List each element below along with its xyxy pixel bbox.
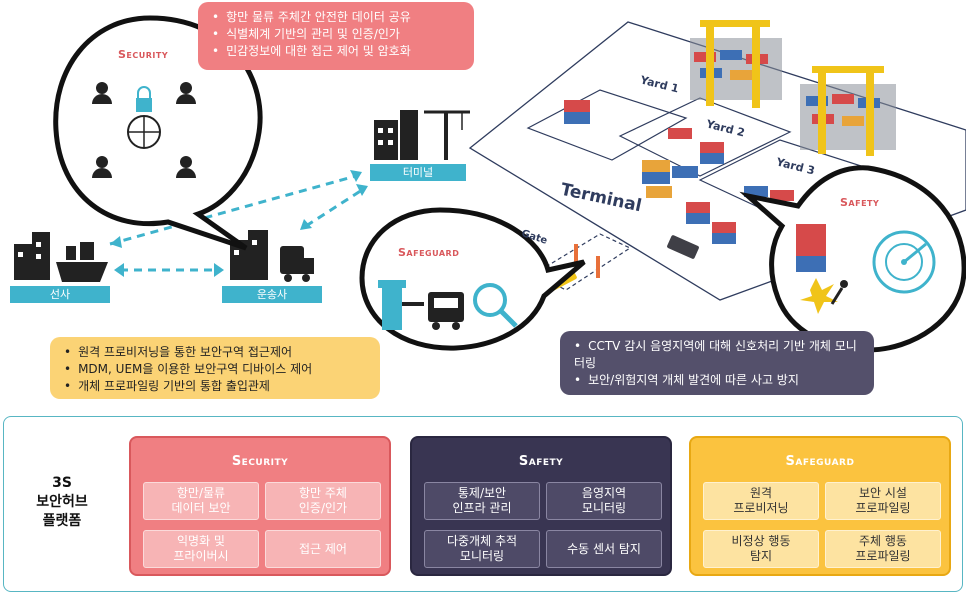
- truck-icon: [428, 292, 464, 330]
- safeguard-bubble-title: Safeguard: [398, 246, 460, 259]
- security-notes: 항만 물류 주체간 안전한 데이터 공유 식별체계 기반의 관리 및 인증/인가…: [198, 2, 474, 70]
- safety-note: 보안/위험지역 개체 발견에 따른 사고 방지: [574, 372, 860, 389]
- safety-panel: Safety 통제/보안 인프라 관리 음영지역 모니터링 다중개체 추적 모니…: [410, 436, 672, 576]
- radar-icon: [872, 230, 936, 294]
- yard-2-area: [618, 97, 792, 177]
- security-panel: Security 항만/물류 데이터 보안 항만 주체 인증/인가 익명화 및 …: [129, 436, 391, 576]
- safeguard-cell: 비정상 행동 탐지: [703, 530, 819, 568]
- security-panel-title: Security: [231, 454, 289, 469]
- safeguard-notes: 원격 프로비저닝을 통한 보안구역 접근제어 MDM, UEM을 이용한 보안구…: [50, 337, 380, 399]
- transport-company-icon: [230, 230, 314, 282]
- container-hazard-icon: [796, 224, 848, 314]
- shipping-company-icon: [14, 232, 108, 282]
- security-cell: 익명화 및 프라이버시: [143, 530, 259, 568]
- safeguard-note: 개체 프로파일링 기반의 통합 출입관제: [64, 378, 366, 395]
- safeguard-note: 원격 프로비저닝을 통한 보안구역 접근제어: [64, 344, 366, 361]
- security-note: 민감정보에 대한 접근 제어 및 암호화: [212, 43, 460, 60]
- safety-notes: CCTV 감시 음영지역에 대해 신호처리 기반 개체 모니터링 보안/위험지역…: [560, 331, 874, 395]
- safeguard-cell: 보안 시설 프로파일링: [825, 482, 941, 520]
- security-bubble: [53, 15, 263, 251]
- safety-panel-title: Safety: [518, 454, 564, 469]
- safeguard-panel: Safeguard 원격 프로비저닝 보안 시설 프로파일링 비정상 행동 탐지…: [689, 436, 951, 576]
- quay-cranes: [690, 20, 896, 156]
- safeguard-cell: 주체 행동 프로파일링: [825, 530, 941, 568]
- transport-company-label: 운송사: [222, 286, 322, 303]
- safety-cell: 통제/보안 인프라 관리: [424, 482, 540, 520]
- safeguard-bubble: [359, 207, 586, 351]
- scene-illustration: [14, 15, 966, 353]
- magnifier-icon: [473, 283, 518, 328]
- safety-cell: 다중개체 추적 모니터링: [424, 530, 540, 568]
- connection-arrows: [109, 174, 363, 272]
- safety-note: CCTV 감시 음영지역에 대해 신호처리 기반 개체 모니터링: [574, 338, 860, 372]
- safeguard-cell: 원격 프로비저닝: [703, 482, 819, 520]
- terminal-label: 터미널: [370, 164, 466, 181]
- user-network-icon: [92, 82, 196, 178]
- safeguard-panel-title: Safeguard: [785, 454, 855, 469]
- arrow-heads: [110, 170, 368, 277]
- safety-cell: 수동 센서 탐지: [546, 530, 662, 568]
- shipping-company-label: 선사: [10, 286, 110, 303]
- gate-booth-icon: [378, 280, 424, 330]
- safety-bubble-title: Safety: [840, 196, 880, 209]
- security-cell: 접근 제어: [265, 530, 381, 568]
- security-note: 항만 물류 주체간 안전한 데이터 공유: [212, 9, 460, 26]
- safeguard-note: MDM, UEM을 이용한 보안구역 디바이스 제어: [64, 361, 366, 378]
- container-stacks: [564, 100, 794, 244]
- security-bubble-title: Security: [118, 48, 169, 61]
- platform-label: 3S 보안허브 플랫폼: [36, 475, 88, 529]
- terminal-building-icon: [374, 110, 470, 160]
- safety-cell: 음영지역 모니터링: [546, 482, 662, 520]
- security-note: 식별체계 기반의 관리 및 인증/인가: [212, 26, 460, 43]
- security-cell: 항만 주체 인증/인가: [265, 482, 381, 520]
- security-cell: 항만/물류 데이터 보안: [143, 482, 259, 520]
